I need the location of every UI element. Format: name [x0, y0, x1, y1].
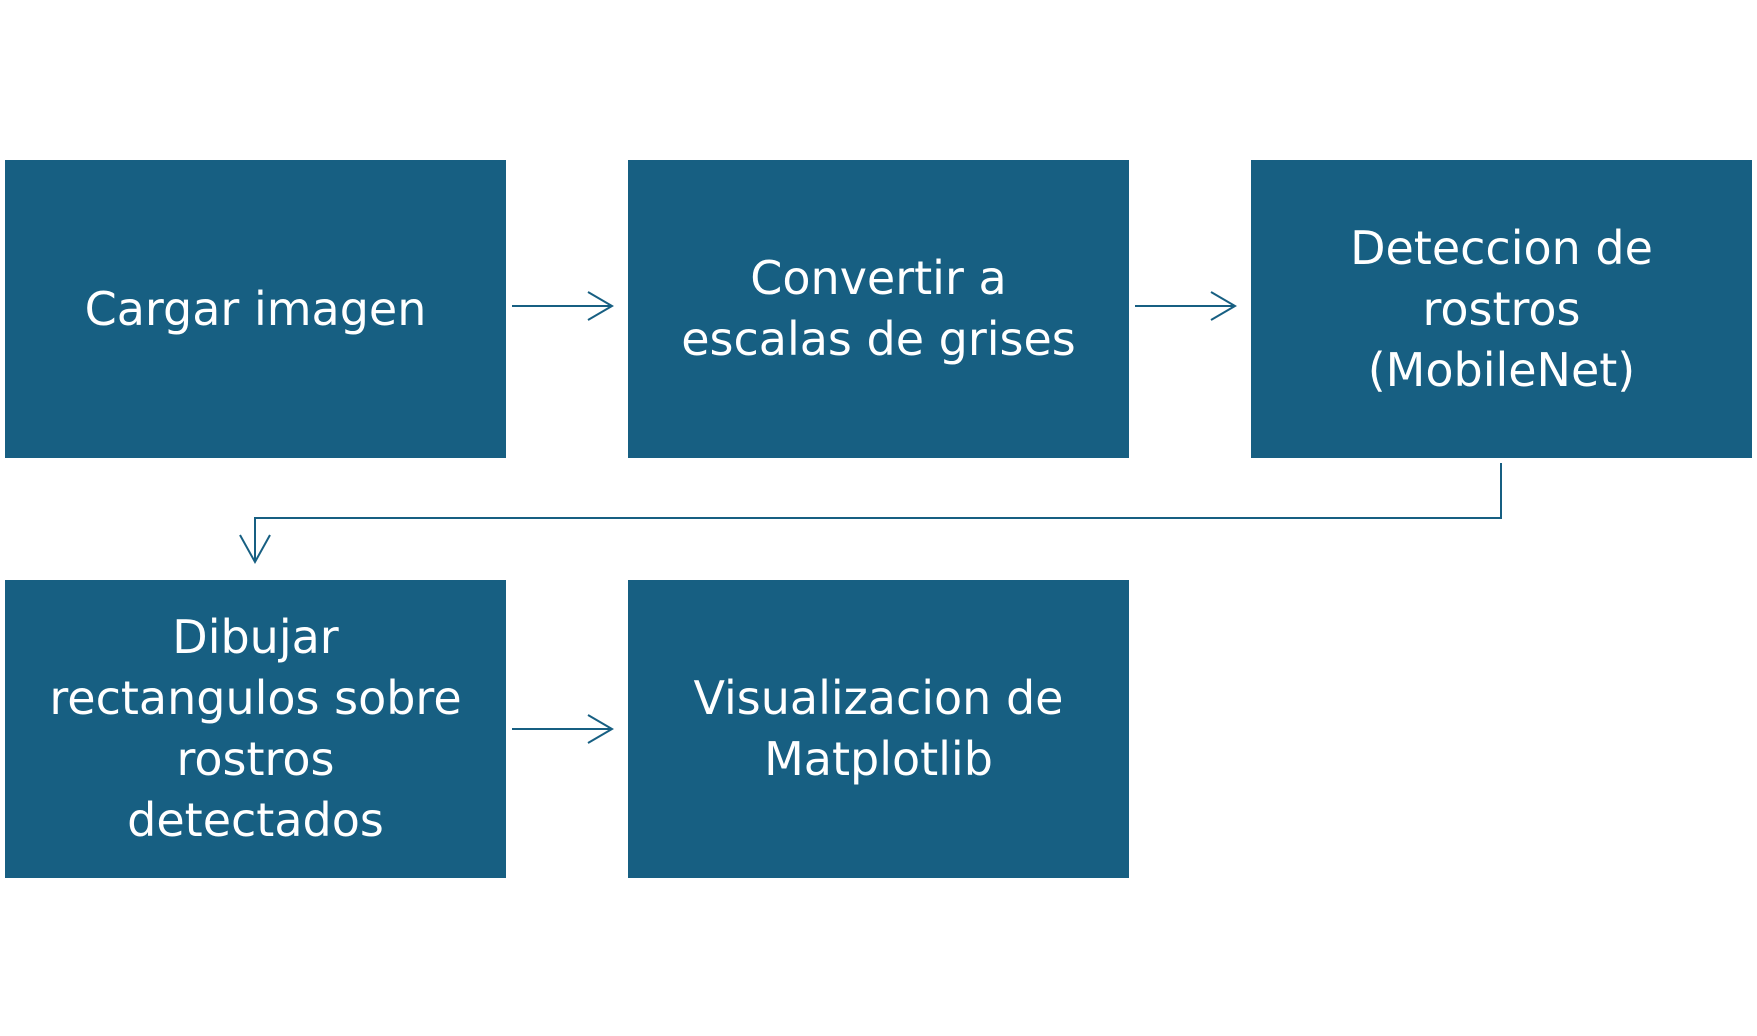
step-label: Dibujar rectangulos sobre rostros detect…	[49, 610, 462, 847]
arrow-load-to-convert	[512, 291, 614, 321]
step-label: Convertir a escalas de grises	[681, 251, 1076, 366]
arrow-convert-to-detect	[1135, 291, 1237, 321]
step-label: Deteccion de rostros (MobileNet)	[1350, 220, 1653, 397]
step-face-detection: Deteccion de rostros (MobileNet)	[1251, 160, 1752, 458]
step-convert-grayscale: Convertir a escalas de grises	[628, 160, 1129, 458]
step-load-image: Cargar imagen	[5, 160, 506, 458]
arrow-detect-to-draw	[239, 463, 1502, 565]
step-draw-rectangles: Dibujar rectangulos sobre rostros detect…	[5, 580, 506, 878]
step-matplotlib-visualization: Visualizacion de Matplotlib	[628, 580, 1129, 878]
step-label: Cargar imagen	[84, 281, 427, 336]
arrow-draw-to-visualize	[512, 714, 614, 744]
step-label: Visualizacion de Matplotlib	[693, 671, 1064, 786]
